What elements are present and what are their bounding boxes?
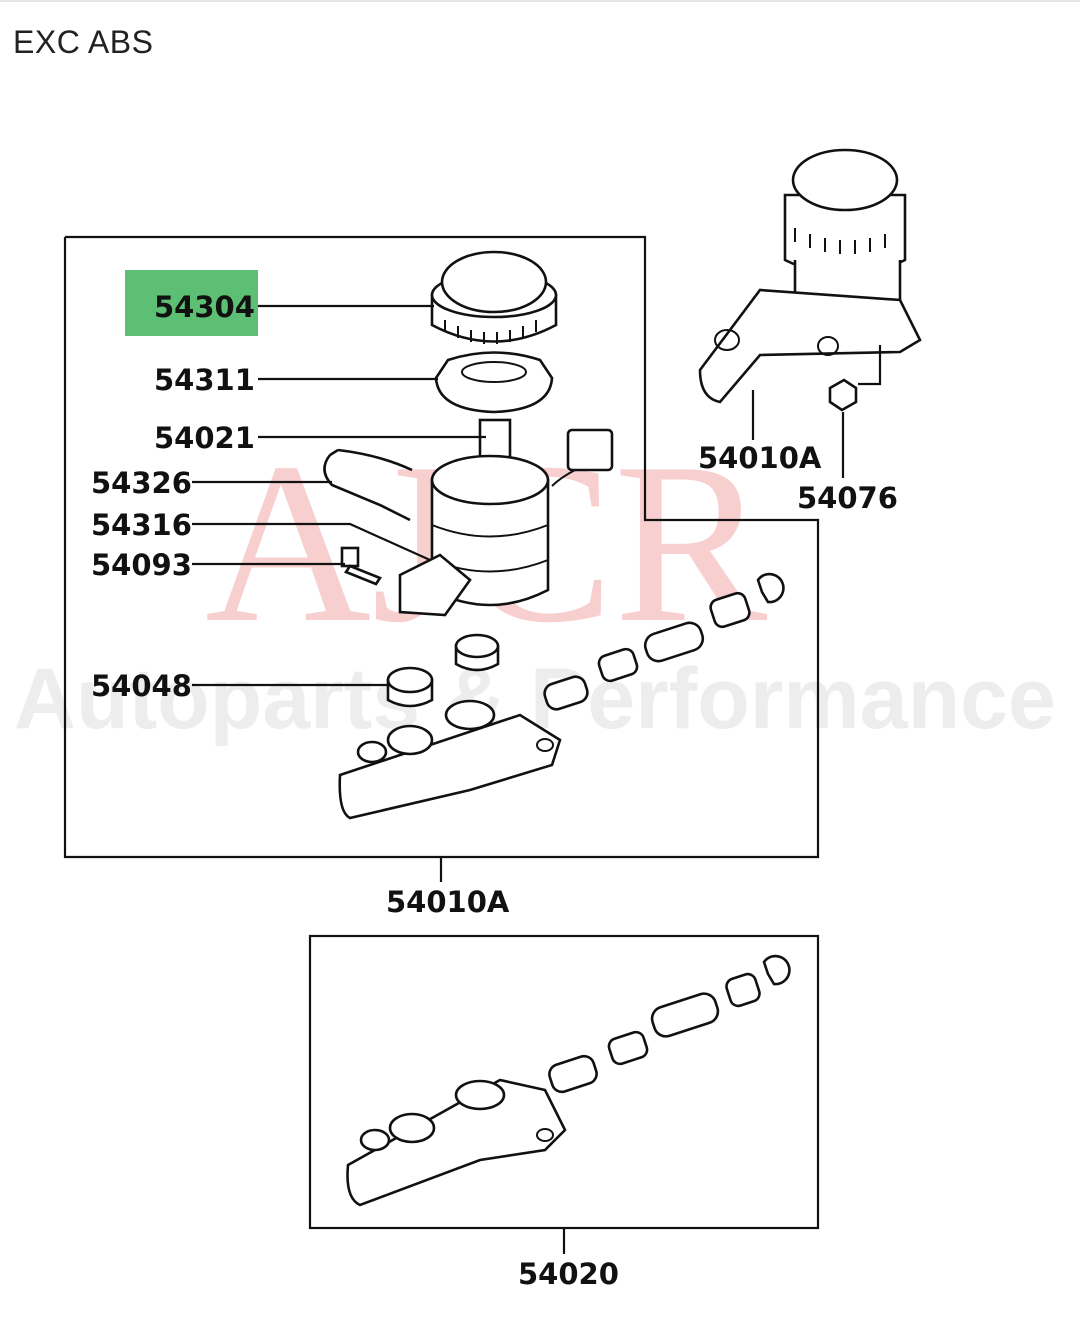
reservoir-cap-part[interactable] (430, 250, 558, 344)
callout-54311[interactable]: 54311 (154, 363, 255, 397)
assembly-frame-main (63, 235, 820, 859)
nut-part[interactable] (828, 378, 858, 412)
callout-54076[interactable]: 54076 (797, 481, 898, 515)
reservoir-body-part[interactable] (398, 454, 550, 617)
piston-spring-kit-part[interactable] (547, 954, 791, 1094)
callout-54021[interactable]: 54021 (154, 421, 255, 455)
callout-54010A-main[interactable]: 54010A (386, 885, 510, 919)
callout-54316[interactable]: 54316 (91, 508, 192, 542)
callout-54326[interactable]: 54326 (91, 466, 192, 500)
leader-54316 (192, 522, 431, 562)
callout-54020[interactable]: 54020 (518, 1257, 619, 1291)
master-cylinder-body-part[interactable] (338, 699, 562, 820)
grommet-part[interactable] (386, 633, 500, 708)
master-cylinder-alt-part[interactable] (698, 148, 922, 404)
callout-54304[interactable]: 54304 (154, 290, 255, 324)
callout-54093[interactable]: 54093 (91, 548, 192, 582)
mounting-bolt-part[interactable] (340, 546, 382, 586)
master-cylinder-kit-body-part[interactable] (346, 1078, 567, 1207)
callout-54010A-alt[interactable]: 54010A (698, 441, 822, 475)
callout-54048[interactable]: 54048 (91, 669, 192, 703)
reservoir-seal-part[interactable] (434, 351, 554, 414)
reservoir-hose-part[interactable] (323, 448, 413, 522)
top-divider (0, 0, 1080, 2)
piston-spring-set-part[interactable] (542, 572, 785, 712)
leader-54076-nut (858, 345, 882, 386)
highlight-box (125, 270, 258, 336)
page-title: EXC ABS (13, 24, 154, 60)
